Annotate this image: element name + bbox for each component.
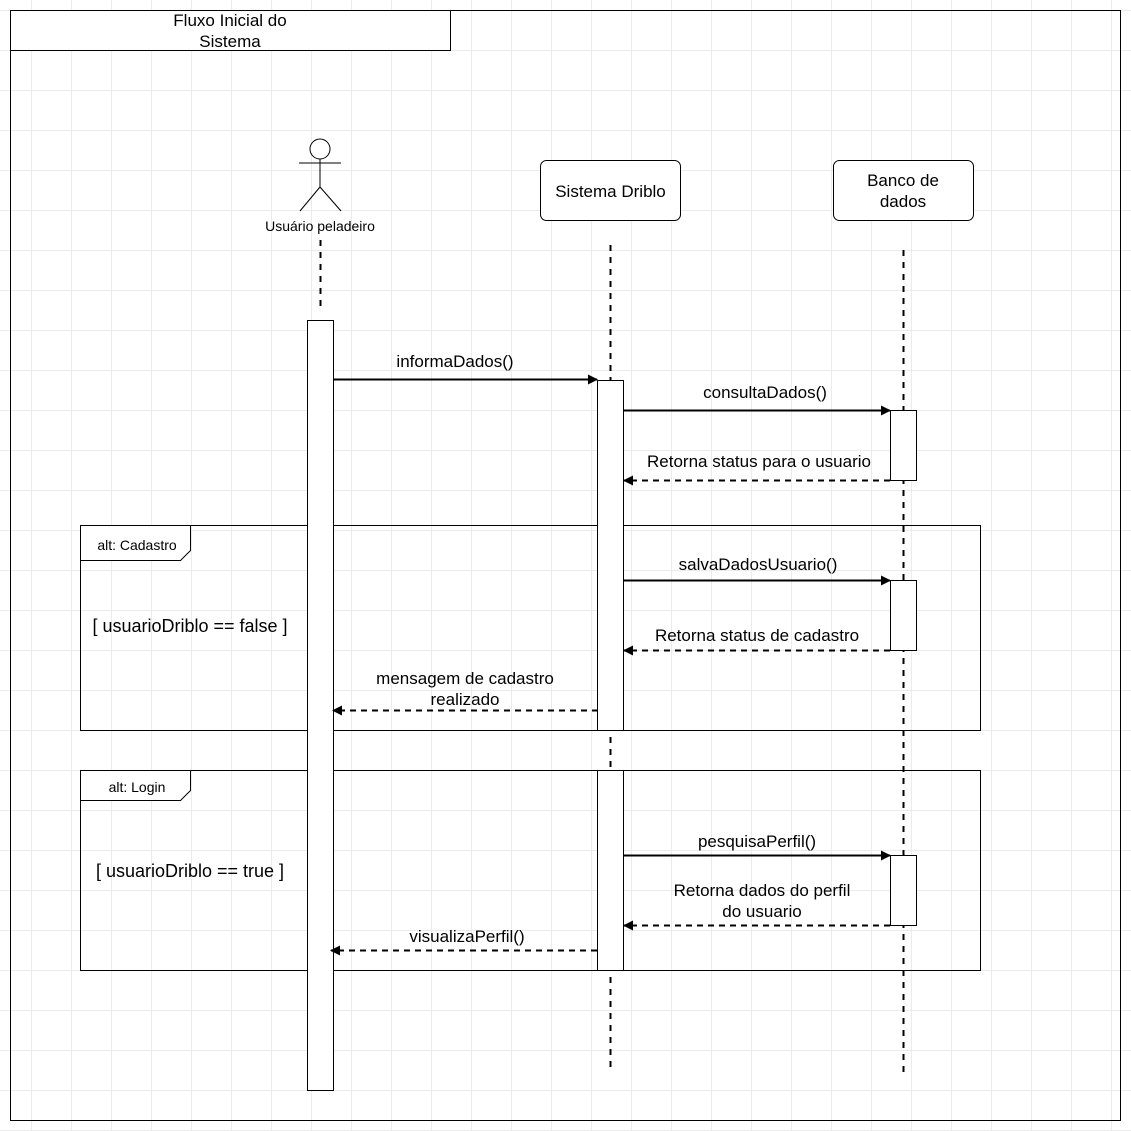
- message-visualiza-label: visualizaPerfil(): [409, 927, 524, 946]
- message-salva-label: salvaDadosUsuario(): [679, 555, 838, 574]
- diagram-frame: [10, 10, 1121, 1121]
- message-retorna-perfil-label-line-2: do usuario: [722, 902, 801, 921]
- message-mensagem-label-line-2: realizado: [431, 690, 500, 709]
- message-consulta-label: consultaDados(): [703, 383, 827, 402]
- activation-database-3: [890, 855, 917, 926]
- frame-title-box: [10, 10, 451, 51]
- fragment-login-guard: [ usuarioDriblo == true ]: [96, 861, 284, 881]
- fragment-login: [80, 770, 981, 971]
- message-mensagem-label-line-1: mensagem de cadastro: [376, 669, 554, 688]
- participant-system-box: [540, 160, 681, 221]
- activation-actor: [307, 320, 334, 1091]
- activation-system-2: [597, 770, 624, 971]
- fragment-login-tab: [80, 770, 191, 801]
- activation-database-1: [890, 410, 917, 481]
- participant-system-label: Sistema Driblo: [555, 182, 666, 201]
- participant-database-box: [833, 160, 974, 221]
- frame-title-line-1: Fluxo Inicial do: [173, 11, 286, 30]
- actor-user-icon: [299, 138, 342, 212]
- message-retorna-perfil-label-line-1: Retorna dados do perfil: [674, 881, 851, 900]
- actor-label: Usuário peladeiro: [265, 218, 375, 234]
- participant-database-label-line-1: Banco de: [867, 171, 939, 190]
- fragment-cadastro: [80, 525, 981, 731]
- message-pesquisa-label: pesquisaPerfil(): [698, 832, 816, 851]
- frame-title-line-2: Sistema: [199, 32, 261, 51]
- message-informa-label: informaDados(): [396, 352, 513, 371]
- fragment-cadastro-guard: [ usuarioDriblo == false ]: [92, 616, 287, 636]
- activation-database-2: [890, 580, 917, 651]
- participant-database-label-line-2: dados: [880, 192, 926, 211]
- message-retorna-status-label: Retorna status para o usuario: [647, 452, 871, 471]
- activation-system-1: [597, 380, 624, 731]
- fragment-cadastro-tab: [80, 525, 191, 561]
- message-retorna-cadastro-label: Retorna status de cadastro: [655, 626, 859, 645]
- fragment-cadastro-label: alt: Cadastro: [97, 537, 177, 553]
- fragment-login-label: alt: Login: [109, 779, 166, 795]
